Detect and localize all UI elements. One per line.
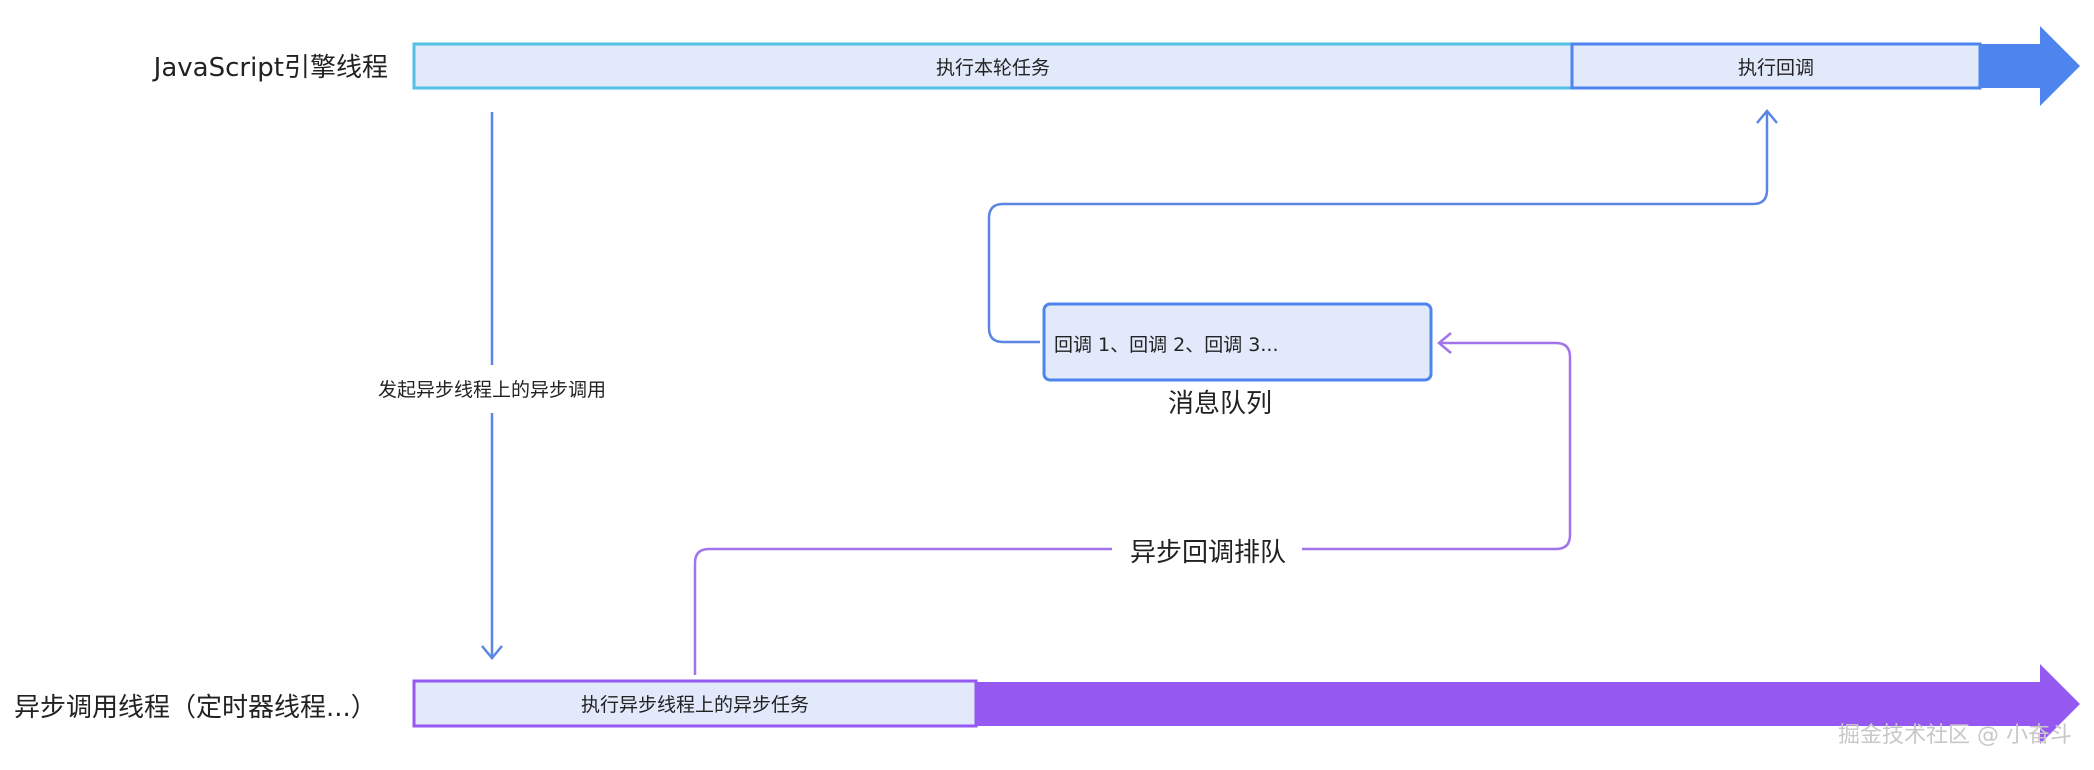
- task-current-box: [412, 42, 1574, 90]
- js-thread-timeline-arrow: [1975, 26, 2080, 106]
- dequeue-arrow-line: [987, 112, 1769, 344]
- async-task-box: [412, 679, 978, 728]
- js-thread-label: JavaScript引擎线程: [152, 53, 388, 83]
- arrowhead-left-icon: [1437, 332, 1452, 354]
- enqueue-arrow-line-left: [693, 547, 1112, 675]
- enqueue-arrow-line-right: [1302, 341, 1572, 551]
- task-callback-label: 执行回调: [1738, 57, 1814, 79]
- watermark-text: 掘金技术社区 @ 小奋斗: [1838, 723, 2072, 748]
- arrowhead-up-icon: [1756, 109, 1778, 124]
- task-current-label: 执行本轮任务: [936, 57, 1050, 79]
- message-queue-caption: 消息队列: [1168, 389, 1272, 419]
- task-callback-box: [1570, 42, 1982, 90]
- message-queue-box: [1042, 302, 1433, 382]
- enqueue-callback-label: 异步回调排队: [1130, 538, 1286, 568]
- arrowhead-down-icon: [481, 645, 503, 660]
- async-task-label: 执行异步线程上的异步任务: [581, 694, 809, 716]
- message-queue-content: 回调 1、回调 2、回调 3...: [1054, 334, 1279, 356]
- start-async-label: 发起异步线程上的异步调用: [378, 379, 606, 401]
- async-thread-label: 异步调用线程（定时器线程...）: [14, 693, 377, 723]
- async-thread-timeline-arrow: [975, 664, 2080, 744]
